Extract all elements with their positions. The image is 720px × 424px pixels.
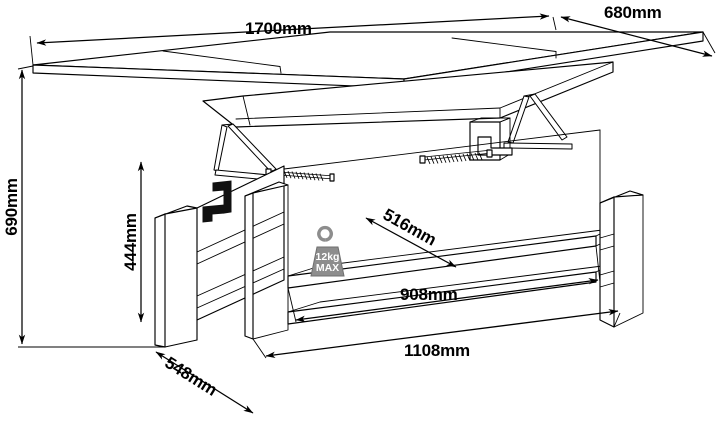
dimension-label-cabinet-depth: 548mm <box>161 353 220 400</box>
weight-icon: 12kg MAX <box>310 225 345 277</box>
gas-spring-right <box>419 149 493 165</box>
dimension-cabinet-depth: 548mm <box>155 351 254 414</box>
dimension-label-base-width: 1108mm <box>404 341 470 360</box>
dimension-top-depth: 680mm <box>560 3 716 57</box>
dimension-shelf-width: 908mm <box>295 278 599 322</box>
dimension-label-shelf-width: 908mm <box>400 285 458 304</box>
dimension-label-total-height: 690mm <box>2 178 21 236</box>
weight-qualifier: MAX <box>316 262 339 274</box>
dimension-label-top-width: 1700mm <box>245 19 312 38</box>
dimension-label-cabinet-height: 444mm <box>121 213 140 271</box>
dimension-label-top-depth: 680mm <box>604 3 662 22</box>
dimension-top-width: 1700mm <box>29 13 557 66</box>
z-handle-bracket <box>202 180 232 223</box>
tabletop-panel <box>32 31 704 128</box>
dimension-cabinet-height: 444mm <box>121 161 145 323</box>
dimension-witness-lines <box>252 245 621 359</box>
weight-value: 12kg <box>316 251 340 263</box>
dimension-base-width: 1108mm <box>265 309 619 360</box>
cabinet-body <box>154 129 644 348</box>
dimension-total-height: 690mm <box>2 65 165 348</box>
dimension-label-shelf-depth: 516mm <box>380 205 440 250</box>
